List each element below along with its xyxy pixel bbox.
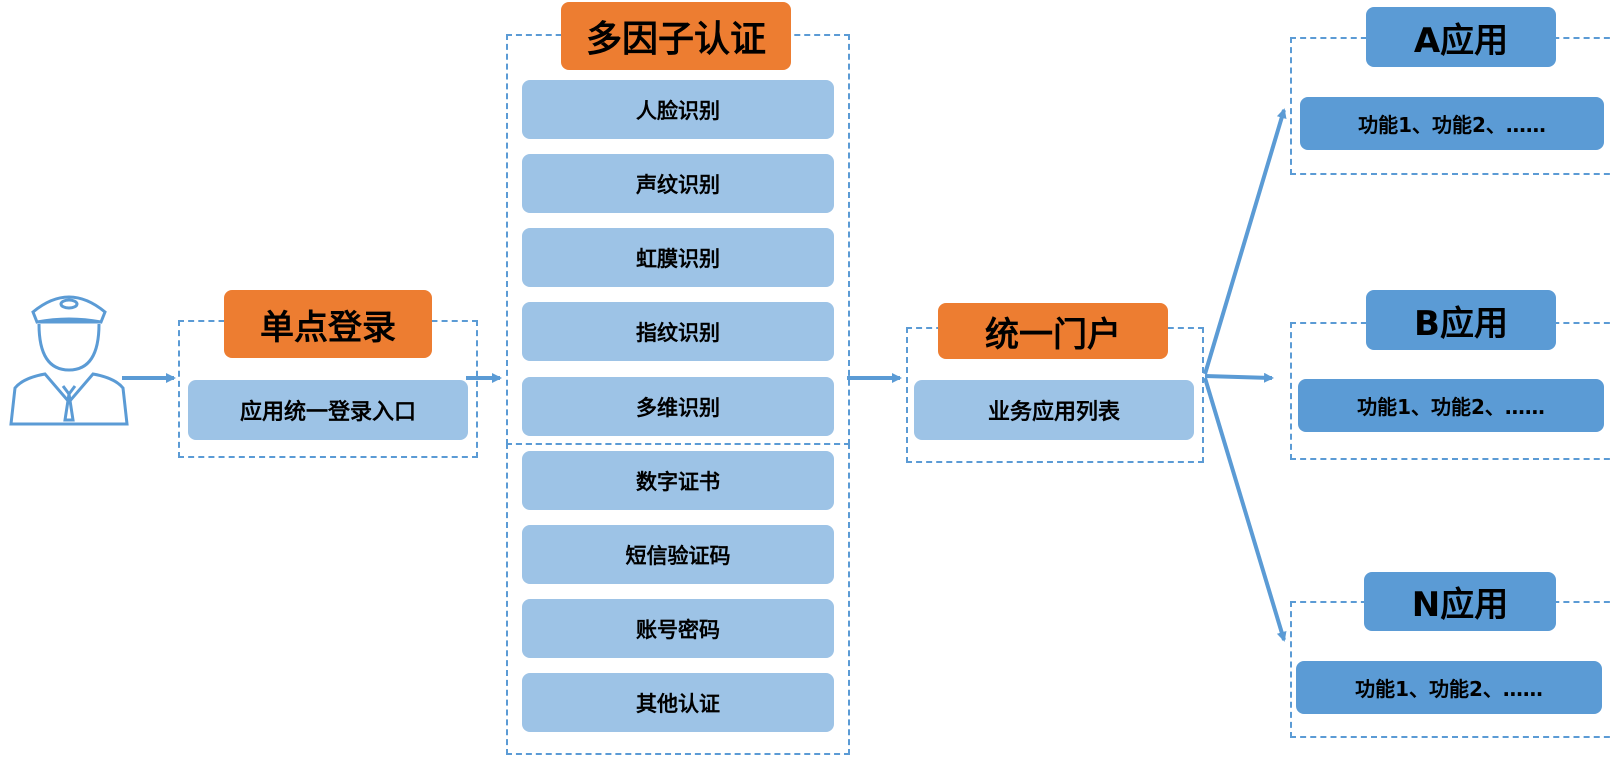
- officer-user-icon: [9, 295, 129, 426]
- app-b-functions[interactable]: 功能1、功能2、……: [1298, 379, 1604, 432]
- portal-app-list[interactable]: 业务应用列表: [914, 380, 1194, 440]
- mfa-method-sms-code[interactable]: 短信验证码: [522, 525, 834, 584]
- mfa-group-other: [506, 443, 850, 755]
- portal-title: 统一门户: [938, 303, 1168, 359]
- mfa-method-account-password[interactable]: 账号密码: [522, 599, 834, 658]
- arrow-portal-to-app-n: [1203, 377, 1287, 642]
- app-b-title: B应用: [1366, 290, 1556, 350]
- app-n-functions[interactable]: 功能1、功能2、……: [1296, 661, 1602, 714]
- mfa-method-other[interactable]: 其他认证: [522, 673, 834, 732]
- mfa-method-digital-certificate[interactable]: 数字证书: [522, 451, 834, 510]
- sso-title: 单点登录: [224, 290, 432, 358]
- mfa-method-multidimensional[interactable]: 多维识别: [522, 377, 834, 436]
- mfa-method-face[interactable]: 人脸识别: [522, 80, 834, 139]
- app-a-functions[interactable]: 功能1、功能2、……: [1300, 97, 1604, 150]
- sso-entry[interactable]: 应用统一登录入口: [188, 380, 468, 440]
- mfa-method-iris[interactable]: 虹膜识别: [522, 228, 834, 287]
- app-a-title: A应用: [1366, 7, 1556, 67]
- app-n-title: N应用: [1364, 572, 1556, 631]
- arrow-portal-to-app-a: [1203, 108, 1287, 375]
- mfa-method-fingerprint[interactable]: 指纹识别: [522, 302, 834, 361]
- mfa-method-voiceprint[interactable]: 声纹识别: [522, 154, 834, 213]
- mfa-title: 多因子认证: [561, 2, 791, 70]
- arrow-portal-to-app-b: [1204, 372, 1274, 383]
